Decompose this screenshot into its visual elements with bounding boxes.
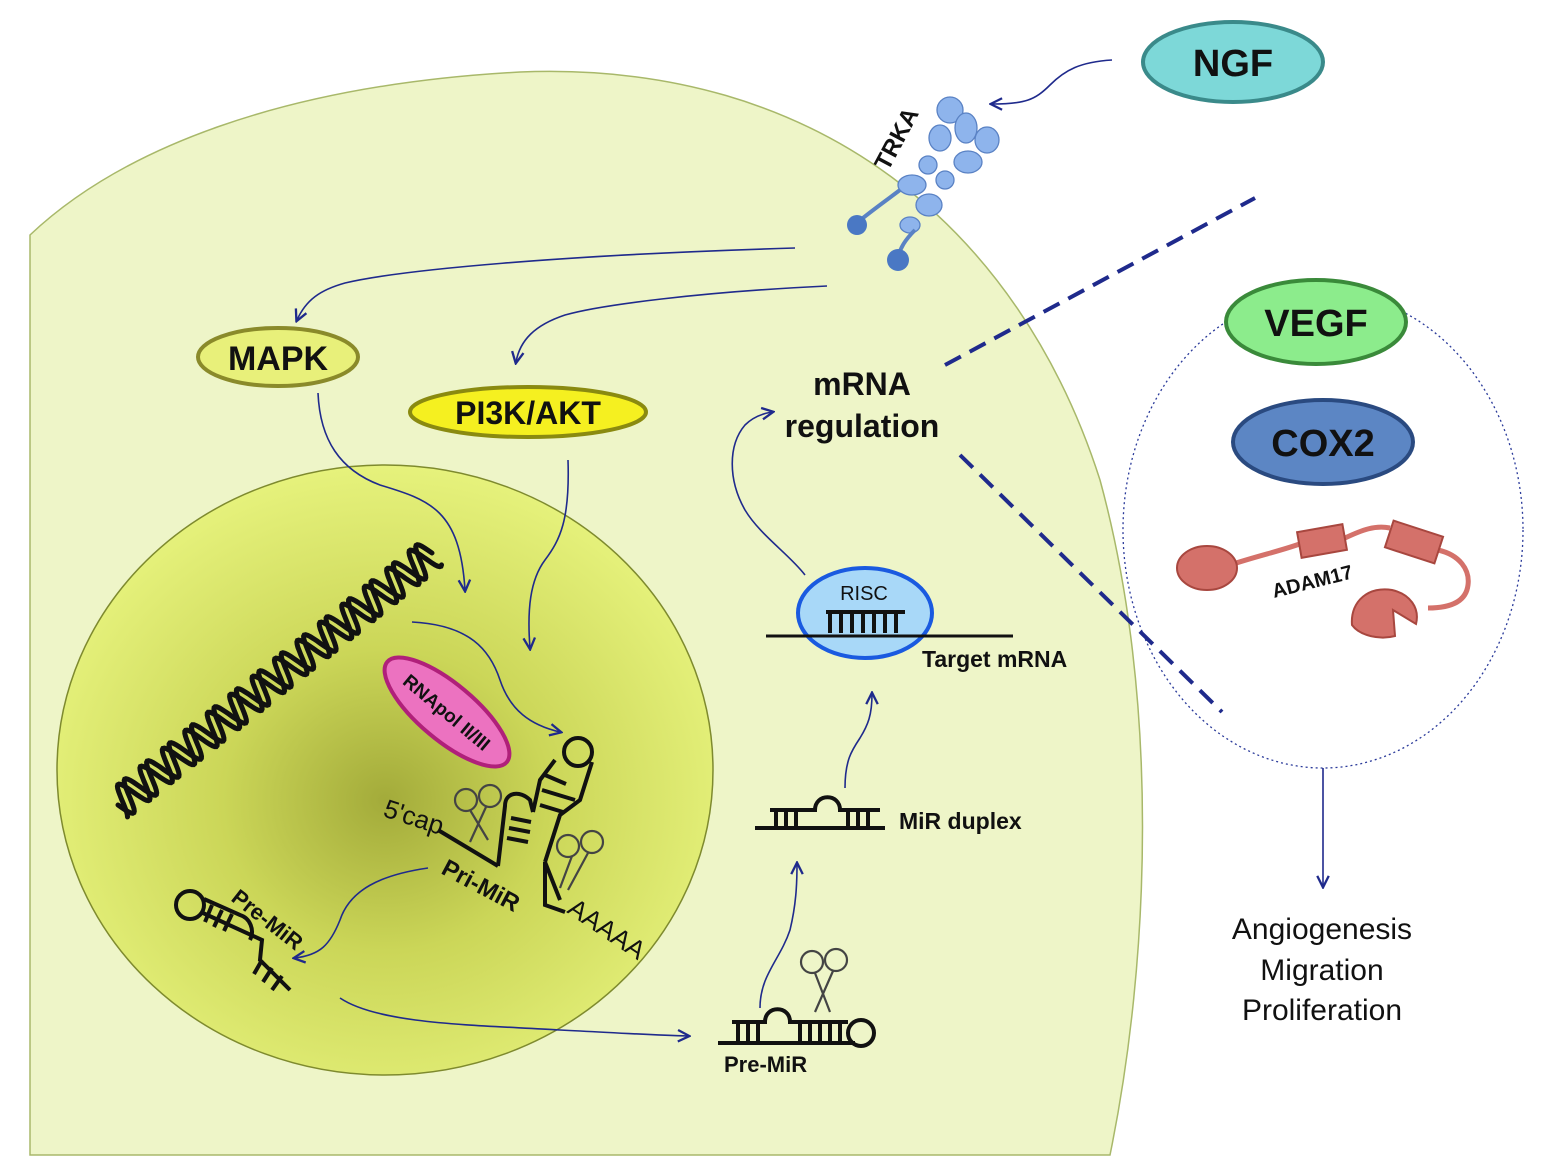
- mrna-regulation-line1: mRNA: [813, 366, 911, 402]
- nucleus: [56, 464, 714, 1076]
- arrow-trka-to-mapk: [297, 247, 796, 320]
- inset-outline: [1122, 291, 1524, 769]
- dashed-connector-top: [944, 196, 1256, 367]
- risc-label: RISC: [840, 583, 888, 605]
- target-mrna-label: Target mRNA: [922, 646, 1067, 672]
- mir-duplex-label: MiR duplex: [899, 808, 1022, 834]
- dna-helix-icon: [114, 542, 444, 820]
- vegf-label: VEGF: [1264, 303, 1367, 345]
- adam17-protein: [1176, 519, 1471, 639]
- pi3k-node: PI3K/AKT: [408, 385, 648, 439]
- risc-complex: RISC: [796, 566, 934, 660]
- cox2-label: COX2: [1271, 423, 1374, 465]
- mir-duplex-icon: [755, 795, 885, 830]
- arrow-mapk-to-nucleus: [317, 392, 465, 590]
- arrow-dna-to-primir: [411, 621, 560, 732]
- pri-mir-hairpin: [436, 736, 594, 914]
- arrow-premir-export: [339, 997, 688, 1036]
- outcome-migration: Migration: [1260, 954, 1383, 987]
- trka-receptor: [847, 96, 1000, 271]
- arrow-pi3k-to-nucleus: [529, 459, 570, 648]
- scissors-icon: [555, 829, 605, 891]
- ngf-label: NGF: [1193, 43, 1273, 85]
- arrow-risc-to-mrna-regulation: [731, 412, 806, 576]
- arrow-trka-to-pi3k: [516, 285, 828, 362]
- arrow-premir-to-duplex: [759, 864, 797, 1009]
- outcome-angiogenesis: Angiogenesis: [1232, 913, 1412, 946]
- mapk-label: MAPK: [228, 340, 329, 378]
- scissors-icon: [453, 783, 503, 843]
- arrow-ngf-to-trka: [992, 59, 1113, 104]
- arrow-primir-to-premir: [295, 867, 429, 958]
- pre-mir-cytoplasm-icon: [718, 1007, 876, 1048]
- vegf-node: VEGF: [1224, 278, 1408, 366]
- ngf-node: NGF: [1141, 20, 1325, 104]
- adam17-label: ADAM17: [1270, 562, 1355, 603]
- mapk-node: MAPK: [196, 326, 360, 388]
- outcome-proliferation: Proliferation: [1242, 994, 1402, 1027]
- pi3k-label: PI3K/AKT: [455, 395, 601, 431]
- arrow-duplex-to-risc: [844, 694, 872, 789]
- mrna-regulation-line2: regulation: [785, 408, 940, 444]
- trka-label: TRKA: [869, 103, 924, 175]
- pre-mir-nucleus-icon: [174, 889, 292, 992]
- cox2-node: COX2: [1231, 398, 1415, 486]
- dashed-connector-bottom: [958, 453, 1224, 714]
- scissors-icon: [799, 947, 849, 1013]
- pre-mir-cytoplasm-label: Pre-MiR: [724, 1052, 807, 1077]
